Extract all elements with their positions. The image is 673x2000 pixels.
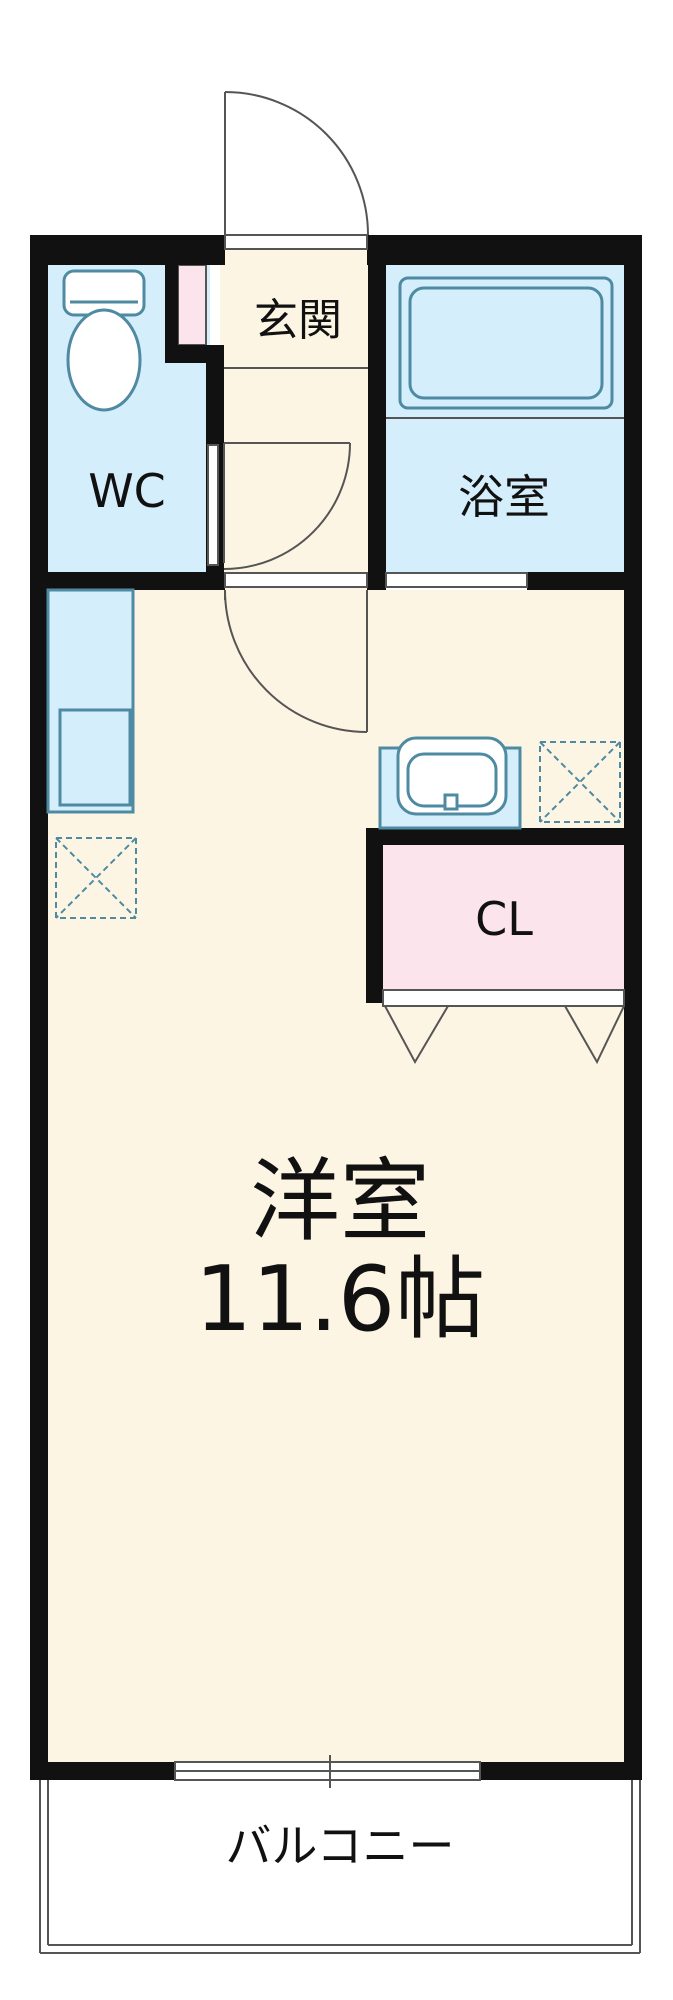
room-doorway — [224, 572, 368, 588]
bath-floor — [386, 265, 627, 580]
washbasin-icon — [378, 736, 522, 830]
door-swings — [223, 91, 369, 733]
balcony-railing — [39, 1780, 641, 1954]
bath-sliding-door — [385, 572, 528, 588]
refrigerator-spot — [55, 837, 137, 919]
shoe-cabinet — [177, 264, 207, 346]
western-room-floor — [45, 590, 627, 1765]
entrance-threshold — [224, 234, 368, 250]
bath-label: 浴室 — [458, 470, 550, 524]
western-room-label: 洋室 — [250, 1149, 430, 1254]
closet-doors — [382, 989, 625, 1065]
wc-sliding-door — [207, 444, 219, 566]
closet-floor — [380, 845, 627, 990]
closet-label: CL — [475, 892, 533, 946]
kitchen-counter — [46, 588, 135, 814]
washing-machine-spot — [539, 741, 621, 823]
entrance-floor — [220, 250, 370, 590]
balcony-window — [174, 1755, 481, 1788]
walls — [30, 235, 642, 1780]
wc-label: WC — [88, 464, 166, 518]
western-room-size: 11.6帖 — [195, 1247, 485, 1352]
balcony-label: バルコニー — [225, 1819, 454, 1873]
bathtub-icon — [398, 276, 614, 410]
entrance-label: 玄関 — [254, 295, 342, 346]
toilet-icon — [62, 269, 146, 412]
